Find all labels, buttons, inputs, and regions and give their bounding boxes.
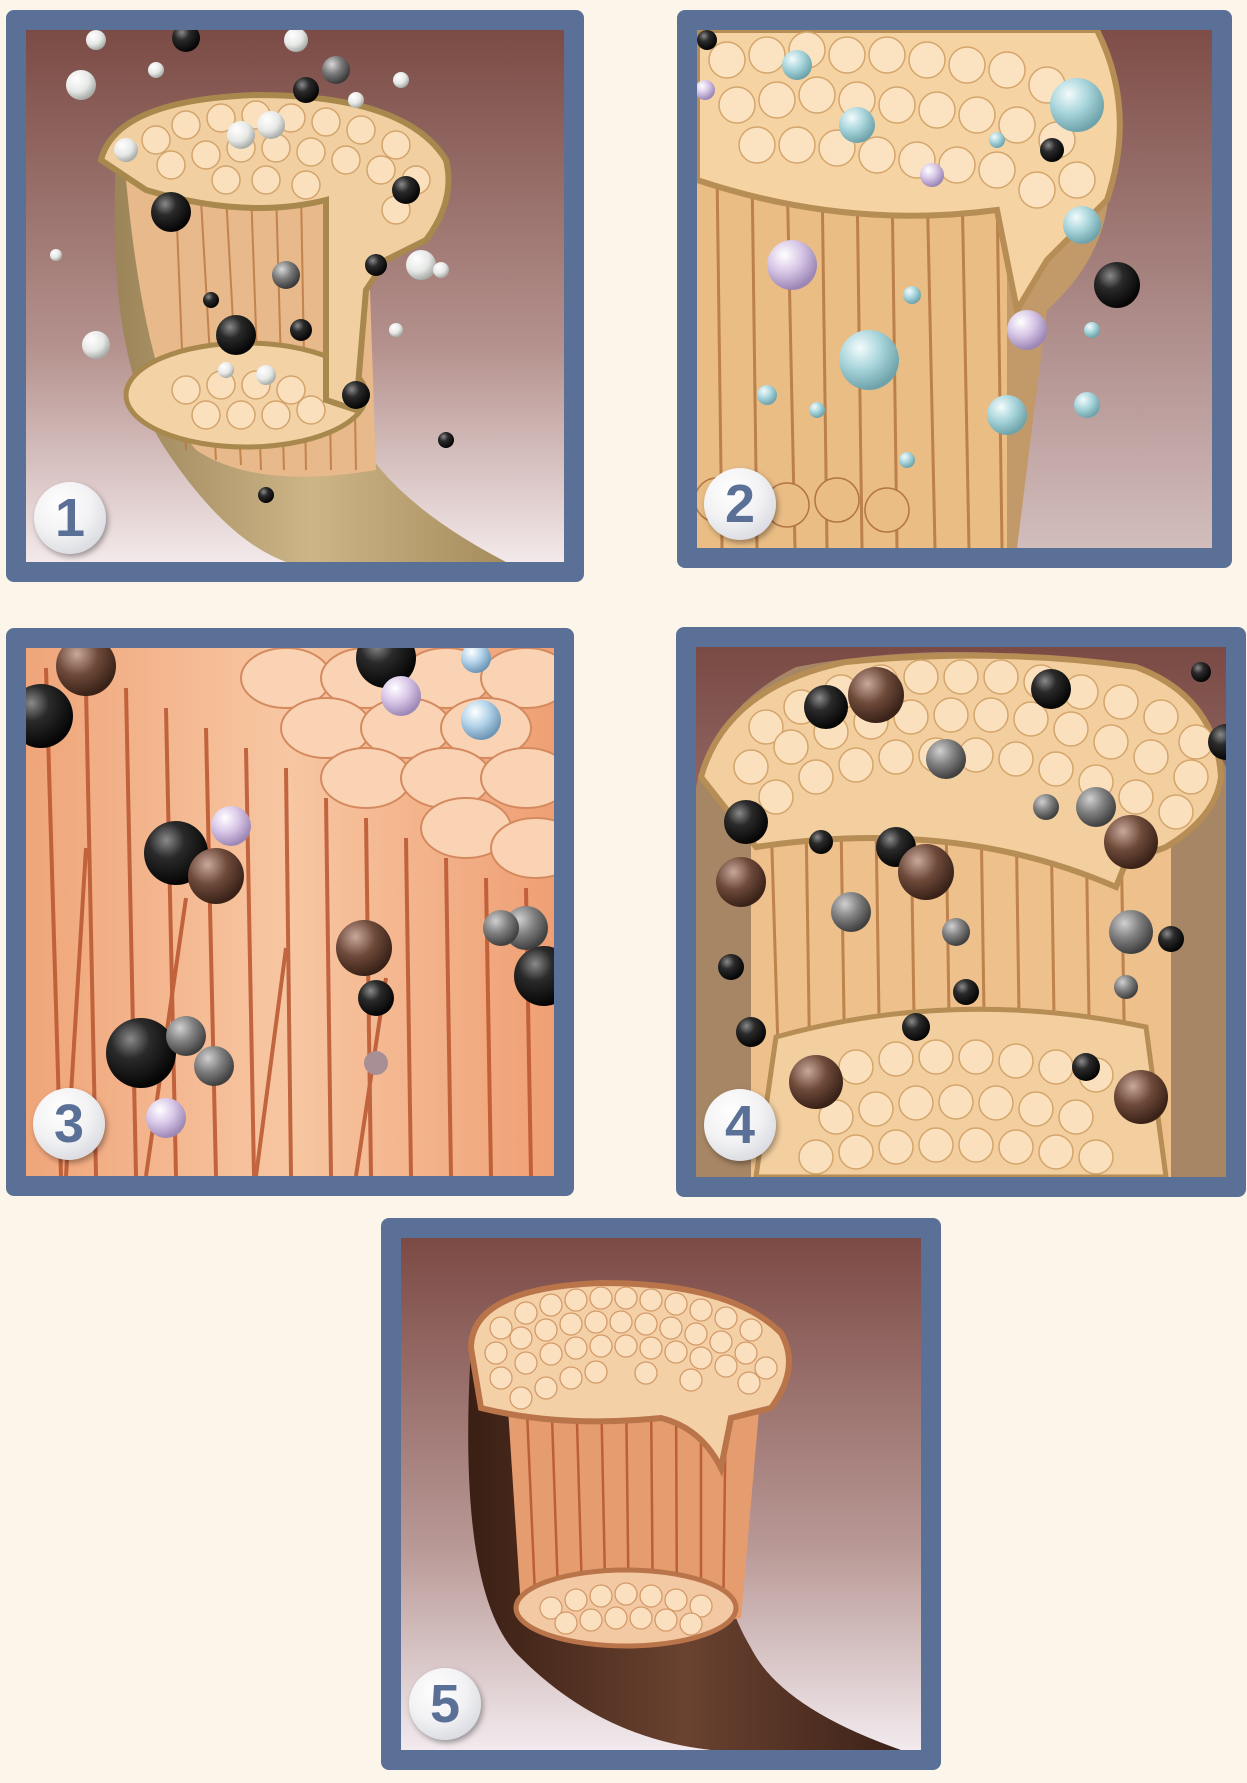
step-5-illustration	[401, 1238, 921, 1750]
step-4-illustration	[696, 647, 1226, 1177]
step-1-illustration	[26, 30, 564, 562]
step-number-badge: 5	[409, 1668, 481, 1740]
step-number-badge: 1	[34, 482, 106, 554]
step-3-illustration	[26, 648, 554, 1176]
step-panel-4: 4	[676, 627, 1246, 1197]
step-panel-1: 1	[6, 10, 584, 582]
step-number-badge: 3	[33, 1088, 105, 1160]
step-panel-5: 5	[381, 1218, 941, 1770]
step-panel-2: 2	[677, 10, 1232, 568]
step-number-badge: 4	[704, 1089, 776, 1161]
step-number-badge: 2	[704, 468, 776, 540]
step-2-illustration	[697, 30, 1212, 548]
step-panel-3: 3	[6, 628, 574, 1196]
